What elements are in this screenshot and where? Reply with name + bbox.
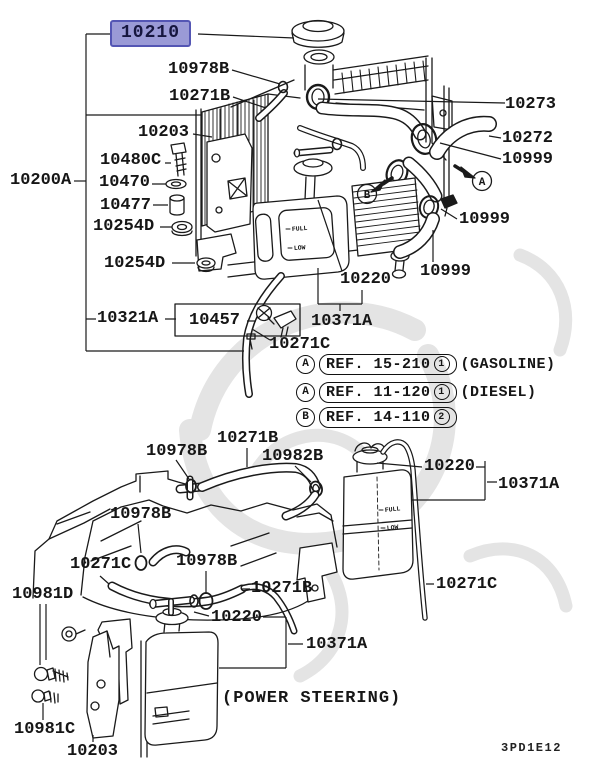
part-label-10371a: 10371A [306,635,368,654]
diagram-code: 3PD1E12 [501,741,562,755]
part-label-10220: 10220 [211,608,263,627]
part-label-10271c: 10271C [436,575,498,594]
hose-clamp-icon [410,123,438,155]
ref-note-text: (GASOLINE) [460,355,556,373]
part-label-10254d: 10254D [104,254,166,273]
part-label-10457: 10457 [189,311,241,330]
coolant-reserve-tank [252,146,350,280]
part-label-10982b: 10982B [262,447,324,466]
ref-marker-b: B [296,407,315,427]
part-label-10999: 10999 [502,150,554,169]
bypass-hose [255,80,289,122]
radiator-bracket-upper [206,133,253,233]
part-label-10200a: 10200A [10,171,72,190]
full-mark: FULL [384,505,400,514]
power-steering-drawing [31,439,428,758]
part-label-10271c: 10271C [70,555,132,574]
marker-a-letter: A [479,177,486,189]
part-label-10220: 10220 [340,270,392,289]
ref-marker-a: A [296,382,315,402]
ref-circled-number: 1 [433,384,450,400]
upper-hose-10273 [315,101,427,141]
washer-icon [165,178,187,190]
part-label-10371a: 10371A [311,312,373,331]
ref-marker-a: A [296,354,315,374]
part-label-10470: 10470 [99,173,151,192]
full-mark: FULL [292,225,308,233]
power-steering-caption: (POWER STEERING) [222,689,402,708]
part-label-10999: 10999 [420,262,472,281]
part-label-10978b: 10978B [168,60,230,79]
spacer-icon [169,194,185,216]
part-label-10978b: 10978B [176,552,238,571]
fitting-icon [440,194,458,217]
steel-pipe [240,583,298,635]
outlet-stub-hose [402,156,443,203]
ref-circled-number: 2 [433,409,450,425]
part-label-10203: 10203 [67,742,119,761]
overflow-hose-10271c [380,439,428,621]
part-label-10981c: 10981C [14,720,76,739]
diagram-letters: B A [364,177,486,202]
part-label-10981d: 10981D [12,585,74,604]
part-label-10480c: 10480C [100,151,162,170]
grommet-icon [171,220,193,237]
part-label-10477: 10477 [100,196,152,215]
part-group-box [174,303,301,337]
part-label-10271b: 10271B [169,87,231,106]
part-label-10371a: 10371A [498,475,560,494]
ref-label: REF. 15-210 [326,355,431,373]
drain-plug-icon [246,304,297,350]
marker-a-circle [471,170,493,192]
ref-circled-number: 1 [433,356,450,372]
marker-b-letter: B [364,190,371,202]
part-label-10978b: 10978B [146,442,208,461]
part-label-10220: 10220 [424,457,476,476]
low-mark: LOW [386,524,398,532]
part-label-10271b: 10271B [251,579,313,598]
leader-lines-bottom [39,448,497,742]
breather-elbow [134,545,191,571]
part-label-10271c: 10271C [269,335,331,354]
bolt-icon [31,689,59,704]
part-label-10271b: 10271B [217,429,279,448]
ps-reservoir-tank-left [140,594,219,758]
ps-reservoir-tank-right [342,442,414,580]
part-label-10999: 10999 [459,210,511,229]
clip-icon [61,626,77,642]
marker-b-circle [356,183,378,205]
grommet-icon [196,257,216,273]
outlet-elbow-pipe [393,212,440,259]
ref-note-text: (DIESEL) [460,383,537,401]
bolt-icon [33,666,69,683]
ref-label: REF. 11-120 [326,383,431,401]
lower-hose-10272 [429,115,497,160]
engine-block-hatch [351,177,422,257]
part-label-10273: 10273 [505,95,557,114]
part-label-10978b: 10978B [110,505,172,524]
part-label-10203: 10203 [138,123,190,142]
thin-hose [297,125,366,171]
selected-part-label-10210[interactable]: 10210 [110,20,192,47]
part-label-10272: 10272 [502,129,554,148]
bolt-icon [170,142,187,177]
part-label-10321a: 10321A [97,309,159,328]
ref-label: REF. 14-110 [326,408,431,426]
low-mark: LOW [294,244,306,252]
arrow-a-icon [453,164,476,179]
radiator-cap-icon [291,19,345,111]
radiator-assembly-drawing [165,19,497,398]
leader-lines-top [74,33,506,352]
reservoir-bracket [86,618,133,739]
return-hose-upper [197,462,321,492]
part-label-10254d: 10254D [93,217,155,236]
tank-level-markings: FULL LOW FULL LOW [292,225,401,532]
